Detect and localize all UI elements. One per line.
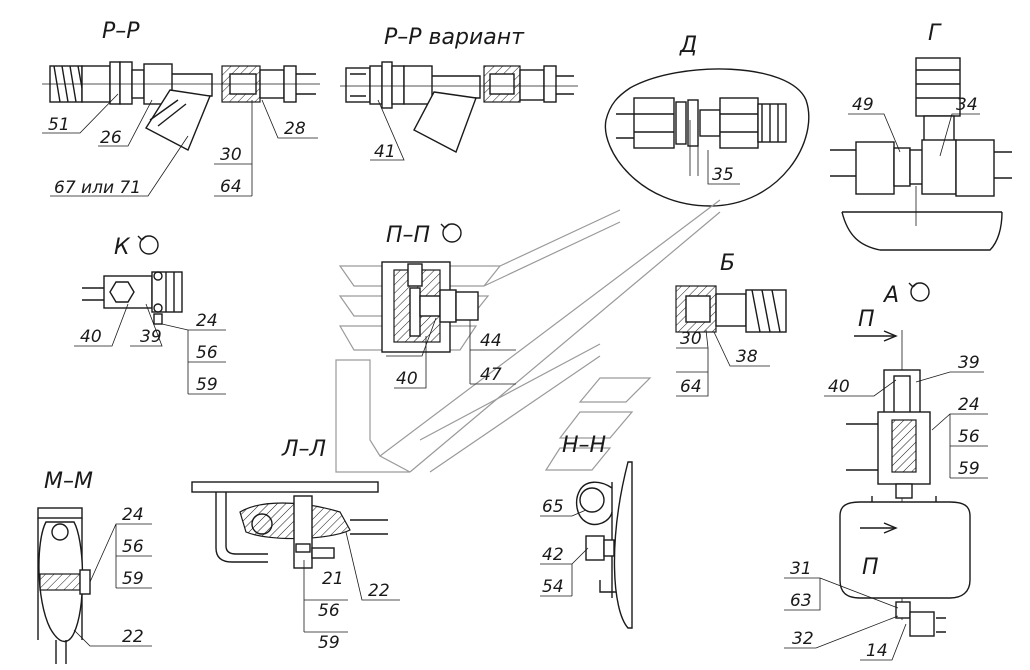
- callout-number: 56: [958, 427, 980, 447]
- callout-number: 34: [956, 95, 978, 115]
- callout-number: 39: [140, 327, 162, 347]
- view-b-title: Б: [720, 251, 735, 276]
- view-a-title: А: [882, 283, 899, 308]
- callout-number: 35: [712, 165, 734, 185]
- callout-number: 59: [122, 569, 144, 589]
- callout-number: 56: [122, 537, 144, 557]
- callout-number: 64: [680, 377, 702, 397]
- callout-number: 30: [680, 329, 702, 349]
- view-a: А П П 40 39 24 56 59 31 63 32 14: [784, 282, 988, 661]
- callout-number: 24: [122, 505, 144, 525]
- callout-number: 38: [736, 347, 758, 367]
- callout-number: 40: [80, 327, 102, 347]
- callout-number: 26: [100, 128, 122, 148]
- section-p-top: П: [858, 307, 875, 332]
- detail-ellipse: [604, 68, 810, 207]
- callout-number: 40: [828, 377, 850, 397]
- view-mm-title: М–М: [44, 469, 93, 494]
- callout-number: 44: [480, 331, 502, 351]
- view-pp: П–П 40 44 47: [381, 223, 516, 389]
- callout-number: 39: [958, 353, 980, 373]
- callout-number: 24: [958, 395, 980, 415]
- callout-number: 56: [318, 601, 340, 621]
- callout-number: 40: [396, 369, 418, 389]
- callout-number: 14: [866, 641, 888, 661]
- callout-number: 32: [792, 629, 814, 649]
- projection-lines: [335, 199, 721, 473]
- callout-number: 59: [196, 375, 218, 395]
- callout-number: 28: [284, 119, 306, 139]
- view-d: Д 35: [604, 33, 810, 207]
- view-nn-title: Н–Н: [562, 433, 606, 458]
- view-k: К 40 39 24 56 59: [74, 235, 226, 395]
- view-mm: М–М 24 56 59 22: [37, 469, 152, 664]
- callout-number: 30: [220, 145, 242, 165]
- filter-body: [145, 89, 211, 151]
- callout-number: 63: [790, 591, 812, 611]
- view-rr-variant: Р–Р вариант 41: [340, 25, 578, 162]
- callout-number: 54: [542, 577, 564, 597]
- view-rr: Р–Р 51 26 67 или 71 30 64 28: [42, 19, 320, 198]
- view-rr-variant-title: Р–Р вариант: [384, 25, 525, 50]
- callout-number: 64: [220, 177, 242, 197]
- air-tank: [839, 501, 971, 599]
- view-k-title: К: [114, 235, 131, 260]
- view-pp-title: П–П: [386, 223, 430, 248]
- callout-number: 47: [480, 365, 502, 385]
- view-d-title: Д: [679, 33, 697, 58]
- callout-number: 59: [958, 459, 980, 479]
- view-g-title: Г: [928, 21, 942, 46]
- callout-number: 67 или 71: [54, 178, 141, 198]
- callout-number: 22: [122, 627, 144, 647]
- callout-number: 42: [542, 545, 564, 565]
- view-g: Г 49 34: [830, 21, 1012, 251]
- view-rr-title: Р–Р: [102, 19, 140, 44]
- view-ll: Л–Л 21 56 59 22: [191, 437, 400, 653]
- view-b: Б 30 64 38: [675, 251, 787, 397]
- view-ll-title: Л–Л: [281, 437, 326, 462]
- callout-number: 51: [48, 115, 70, 135]
- callout-number: 65: [542, 497, 564, 517]
- callout-number: 22: [368, 581, 390, 601]
- section-p-bottom: П: [862, 555, 879, 580]
- callout-number: 21: [322, 569, 344, 589]
- callout-number: 49: [852, 95, 874, 115]
- view-nn: Н–Н 65 42 54: [540, 433, 633, 629]
- callout-number: 41: [374, 142, 396, 162]
- callout-number: 56: [196, 343, 218, 363]
- callout-number: 59: [318, 633, 340, 653]
- callout-number: 31: [790, 559, 812, 579]
- callout-number: 24: [196, 311, 218, 331]
